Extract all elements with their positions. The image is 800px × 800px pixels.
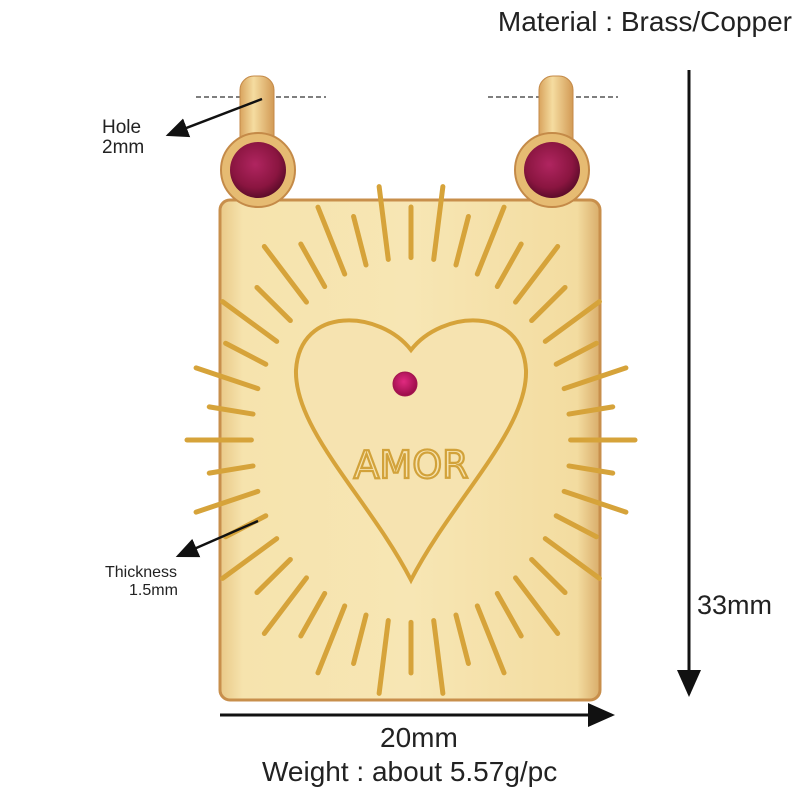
hole-label: Hole [102, 117, 142, 138]
thickness-value: 1.5mm [129, 582, 178, 599]
width-label: 20mm [380, 722, 458, 753]
engraving-text: AMOR [353, 443, 468, 487]
thickness-arrow [175, 519, 259, 558]
sunburst-rays [184, 184, 638, 696]
material-label: Material : Brass/Copper [497, 6, 792, 37]
center-stone [392, 371, 418, 397]
height-label: 33mm [697, 590, 773, 620]
stone-right [514, 132, 590, 208]
hole-value: 2mm [102, 137, 145, 158]
hole-annotation: Hole 2mm [102, 118, 144, 158]
heart-outline [293, 318, 529, 585]
stone-left [220, 132, 296, 208]
hole-arrow [165, 97, 263, 138]
thickness-annotation: Thickness 1.5mm [105, 564, 178, 600]
thickness-label: Thickness [105, 564, 178, 581]
weight-label: Weight : about 5.57g/pc [262, 756, 558, 787]
